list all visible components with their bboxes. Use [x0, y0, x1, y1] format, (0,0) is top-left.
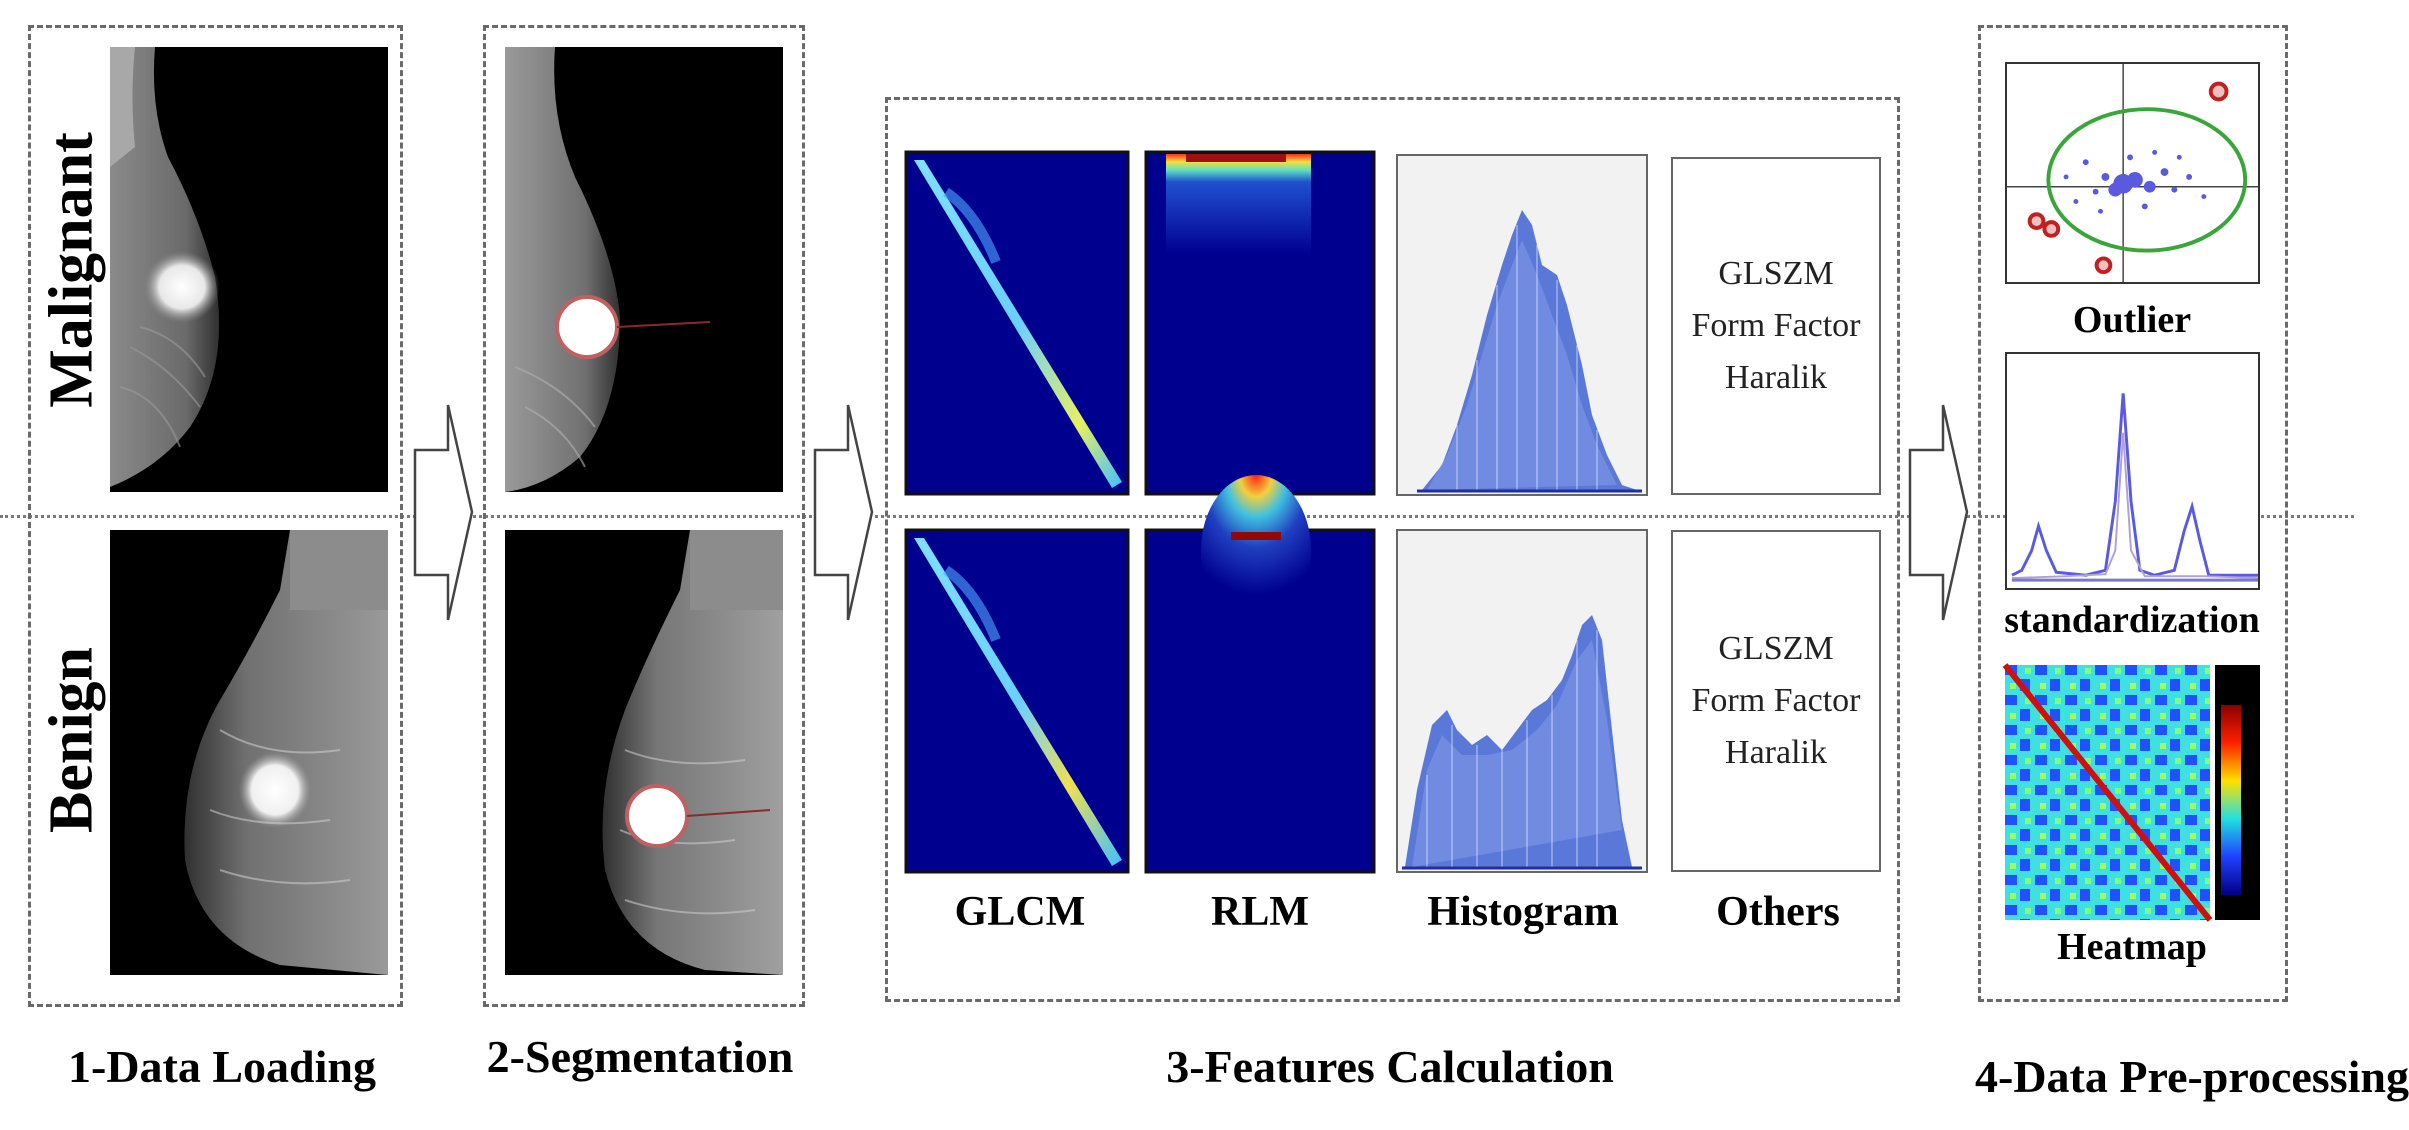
histogram-benign	[1396, 529, 1648, 873]
others-text-glszm: GLSZM	[1718, 630, 1834, 667]
column-label-rlm: RLM	[1211, 889, 1309, 935]
arrow-right-icon	[1908, 404, 1969, 621]
segmentation-malignant	[505, 47, 783, 492]
stage-features-calculation	[885, 97, 1900, 1002]
outlier-plot	[2005, 62, 2260, 284]
class-divider	[0, 515, 2354, 518]
mammogram-benign	[110, 530, 388, 975]
stage-label-data-loading: 1-Data Loading	[68, 1041, 376, 1092]
column-label-others: Others	[1716, 889, 1840, 935]
stage-data-loading	[28, 25, 403, 1007]
histogram-malignant	[1396, 154, 1648, 496]
glcm-matrix-benign	[904, 528, 1130, 874]
others-text-haralik: Haralik	[1725, 359, 1827, 396]
stage-label-segmentation: 2-Segmentation	[486, 1031, 794, 1082]
glcm-matrix-malignant	[904, 150, 1130, 496]
others-text-glszm: GLSZM	[1718, 255, 1834, 292]
class-label-benign: Benign	[37, 646, 106, 834]
segmentation-benign	[505, 530, 783, 975]
stage-data-preprocessing	[1978, 25, 2288, 1002]
heatmap-label: Heatmap	[2057, 926, 2207, 968]
column-label-glcm: GLCM	[954, 889, 1086, 935]
stage-label-features-calculation: 3-Features Calculation	[1166, 1041, 1614, 1092]
column-label-histogram: Histogram	[1427, 889, 1619, 935]
outlier-label: Outlier	[2072, 299, 2192, 341]
rlm-matrix-benign	[1144, 475, 1376, 874]
standardization-label: standardization	[2004, 599, 2260, 641]
pipeline-diagram: { "classes": {"malignant": "Malignant", …	[0, 25, 2409, 1102]
others-text-haralik: Haralik	[1725, 734, 1827, 771]
class-label-malignant: Malignant	[37, 132, 106, 408]
mammogram-malignant	[110, 47, 388, 492]
heatmap-plot	[2002, 663, 2260, 922]
stage-segmentation	[483, 25, 805, 1007]
arrow-right-icon	[813, 404, 874, 621]
rlm-matrix-malignant	[1144, 150, 1376, 496]
standardization-plot	[2005, 352, 2260, 590]
others-box-malignant: GLSZM Form Factor Haralik	[1671, 157, 1881, 495]
others-text-form-factor: Form Factor	[1691, 307, 1861, 344]
arrow-right-icon	[413, 404, 474, 621]
others-box-benign: GLSZM Form Factor Haralik	[1671, 530, 1881, 872]
stage-label-data-preprocessing: 4-Data Pre-processing	[1975, 1051, 2409, 1102]
others-text-form-factor: Form Factor	[1691, 682, 1861, 719]
